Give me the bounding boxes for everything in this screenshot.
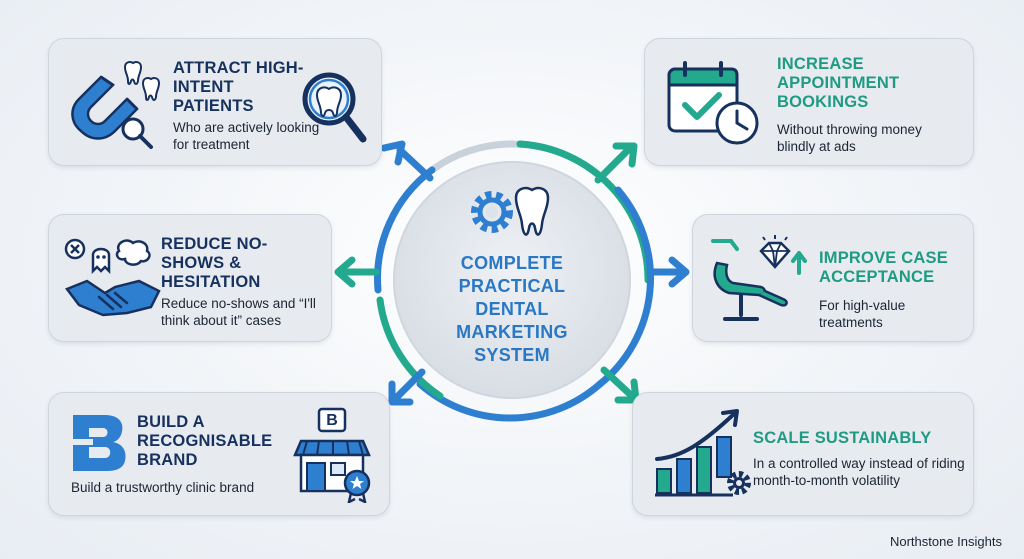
ring-segment-teal-left	[376, 296, 444, 400]
ring-segment-blue-right	[596, 186, 654, 388]
card-bookings-title: INCREASE APPOINTMENT BOOKINGS	[777, 55, 900, 111]
card-brand-title: BUILD A RECOGNISABLE BRAND	[137, 413, 273, 469]
card-case-acceptance: IMPROVE CASE ACCEPTANCE For high-value t…	[692, 214, 974, 342]
card-scale-desc: In a controlled way instead of riding mo…	[753, 456, 965, 488]
card-reduce-title: REDUCE NO-SHOWS & HESITATION	[161, 235, 268, 291]
clinic-storefront-icon	[293, 407, 371, 503]
card-scale-title: SCALE SUSTAINABLY	[753, 429, 932, 447]
footer-brand: Northstone Insights	[889, 534, 1002, 549]
card-increase-bookings: INCREASE APPOINTMENT BOOKINGS Without th…	[644, 38, 974, 166]
arrow-to-bookings	[594, 144, 634, 184]
card-reduce-desc: Reduce no-shows and “I'll think about it…	[161, 296, 316, 328]
arrow-to-brand	[390, 368, 426, 404]
card-bookings-desc: Without throwing money blindly at ads	[777, 122, 922, 154]
tooth-search-icon	[302, 72, 367, 143]
clinic-sign-letter: B	[326, 412, 338, 429]
card-attract-desc: Who are actively looking for treatment	[173, 120, 320, 152]
card-acceptance-title: IMPROVE CASE ACCEPTANCE	[819, 249, 948, 286]
brand-b-logo-icon	[69, 411, 129, 473]
hub-circle	[393, 161, 631, 399]
handshake-ghost-icon	[64, 238, 161, 317]
card-build-brand: BUILD A RECOGNISABLE BRAND Build a trust…	[48, 392, 390, 516]
ring-segment-blue-bottom	[416, 380, 604, 422]
card-acceptance-desc: For high-value treatments	[819, 298, 906, 330]
card-scale-sustainably: SCALE SUSTAINABLY In a controlled way in…	[632, 392, 974, 516]
card-reduce-no-shows: REDUCE NO-SHOWS & HESITATION Reduce no-s…	[48, 214, 332, 342]
arrow-to-attract	[396, 146, 434, 182]
growth-chart-gear-icon	[655, 409, 751, 497]
dental-chair-diamond-icon	[711, 235, 807, 321]
center-title: COMPLETE PRACTICAL DENTAL MARKETING SYST…	[456, 253, 568, 365]
card-attract-patients: ATTRACT HIGH-INTENT PATIENTS Who are act…	[48, 38, 382, 166]
gear-tooth-icon	[471, 186, 550, 236]
card-attract-title: ATTRACT HIGH-INTENT PATIENTS	[173, 59, 304, 115]
magnet-magnifier-icon	[71, 61, 161, 149]
card-brand-desc: Build a trustworthy clinic brand	[71, 480, 255, 495]
calendar-clock-icon	[667, 61, 759, 145]
arrow-to-scale	[600, 366, 638, 402]
